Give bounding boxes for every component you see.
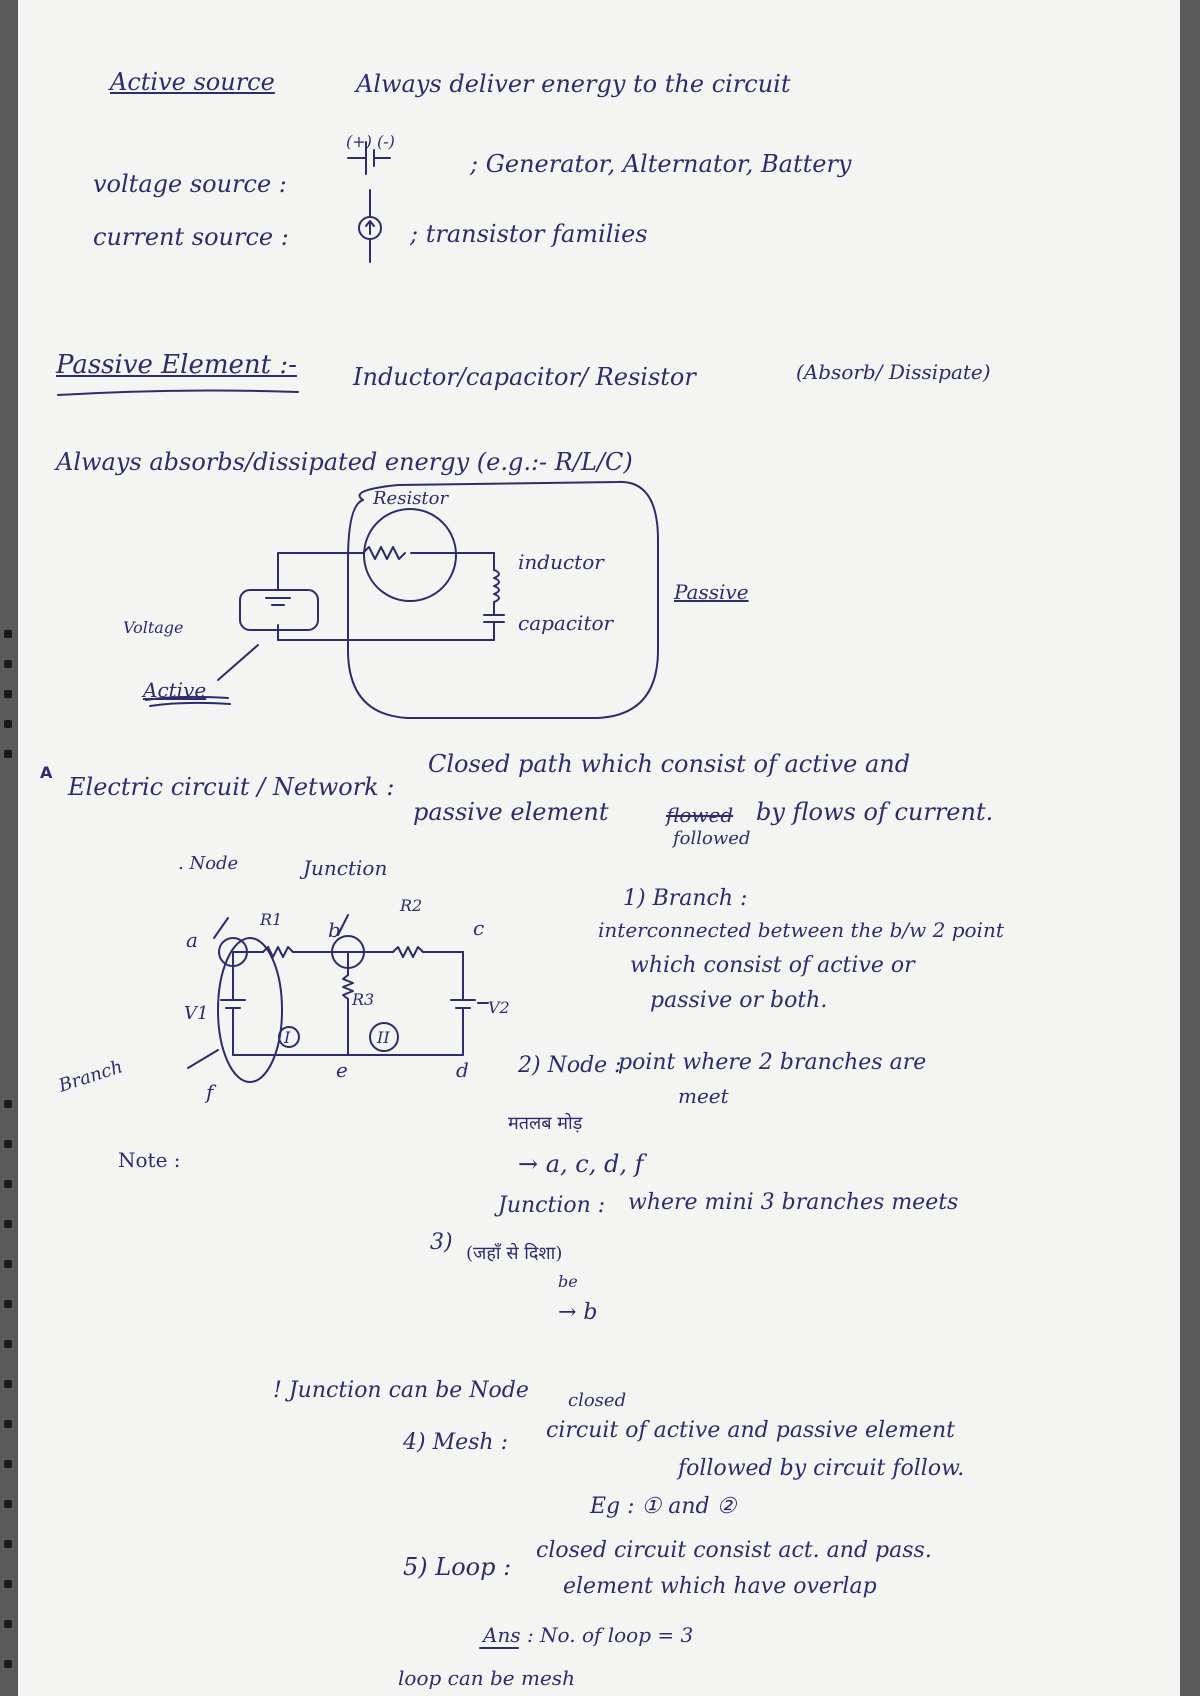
node-term-title: 2) Node : xyxy=(518,1053,622,1078)
node-f: f xyxy=(206,1080,214,1104)
network-definition-line2a: passive element xyxy=(413,798,609,826)
node-b-circle xyxy=(331,935,365,969)
node-term-definition: point where 2 branches are xyxy=(618,1050,927,1075)
junction-can-be-node: ! Junction can be Node xyxy=(273,1378,529,1403)
resistor-r1: R1 xyxy=(260,910,283,929)
node-label: . Node xyxy=(178,853,239,874)
inductor-label: inductor xyxy=(518,550,604,574)
node-c: c xyxy=(473,916,485,940)
voltage-source-symbol xyxy=(347,141,391,175)
resistor-r2-zigzag xyxy=(392,946,424,958)
passive-element-heading: Passive Element :- xyxy=(56,350,297,380)
hand-drawings xyxy=(57,141,659,1649)
network-circuit xyxy=(187,914,489,1083)
node-e: e xyxy=(336,1058,348,1082)
node-d: d xyxy=(456,1058,469,1082)
loop-term-line2: element which have overlap xyxy=(563,1574,877,1599)
binder-holes xyxy=(0,0,18,1696)
source-v2: V2 xyxy=(488,998,510,1017)
branch-ellipse xyxy=(217,937,283,1083)
resistor-zigzag xyxy=(362,546,406,560)
network-definition-struck: flowed xyxy=(666,803,734,827)
notebook-page: Active source Always deliver energy to t… xyxy=(18,0,1180,1696)
node-a: a xyxy=(186,928,198,952)
passive-heading-double-underline xyxy=(57,389,299,396)
mesh-1-label: I xyxy=(284,1028,291,1047)
resistor-r1-zigzag xyxy=(262,946,294,958)
network-definition-line1: Closed path which consist of active and xyxy=(428,750,911,778)
loop-term-answer: Ans : No. of loop = 3 xyxy=(483,1623,694,1647)
node-term-definition-2: meet xyxy=(678,1084,729,1108)
resistor-label: Resistor xyxy=(373,488,449,509)
network-definition-line2b: by flows of current. xyxy=(756,798,994,826)
loop-term-line1: closed circuit consist act. and pass. xyxy=(536,1538,932,1563)
capacitor-label: capacitor xyxy=(518,611,614,635)
junction-term-definition: where mini 3 branches meets xyxy=(628,1190,959,1215)
active-source-heading: Active source xyxy=(110,68,275,96)
mesh-2-circle xyxy=(369,1022,399,1052)
node-term-answer: → a, c, d, f xyxy=(518,1150,644,1178)
loop-can-be-mesh: loop can be mesh xyxy=(398,1666,575,1690)
mesh-2-label: II xyxy=(377,1028,390,1047)
mesh-term-line1: circuit of active and passive element xyxy=(546,1418,955,1443)
section-marker: A xyxy=(40,763,53,782)
passive-element-list: Inductor/capacitor/ Resistor xyxy=(353,363,696,391)
branch-term-line3: passive or both. xyxy=(650,988,828,1013)
inductor-coil xyxy=(493,569,500,603)
branch-term-title: 1) Branch : xyxy=(623,886,748,911)
voltage-source-label: voltage source : xyxy=(93,170,287,198)
source-v1: V1 xyxy=(184,1003,209,1024)
mesh-1-circle xyxy=(278,1026,300,1048)
mesh-term-line2: followed by circuit follow. xyxy=(678,1456,965,1481)
current-source-label: current source : xyxy=(93,223,289,251)
passive-diagram xyxy=(145,480,659,719)
junction-term-number: 3) xyxy=(430,1230,453,1255)
loop-term-title: 5) Loop : xyxy=(403,1553,512,1581)
resistor-circle xyxy=(363,508,457,602)
voltage-polarity: (+) (-) xyxy=(346,132,395,151)
resistor-r3-zigzag xyxy=(342,974,354,1000)
node-a-circle xyxy=(218,937,248,967)
junction-label: Junction xyxy=(303,856,388,880)
active-label: Active xyxy=(143,678,207,702)
network-definition-insert: followed xyxy=(673,828,751,849)
junction-term-answer: → b xyxy=(558,1300,598,1325)
passive-element-definition: Always absorbs/dissipated energy (e.g.:-… xyxy=(56,448,633,476)
passive-element-note: (Absorb/ Dissipate) xyxy=(796,360,991,384)
note-label: Note : xyxy=(118,1148,181,1172)
junction-term-title: Junction : xyxy=(498,1193,606,1218)
branch-term-line1: interconnected between the b/w 2 point xyxy=(598,918,1004,942)
branch-term-line2: which consist of active or xyxy=(630,953,915,978)
mesh-term-insert: closed xyxy=(568,1390,627,1411)
current-source-examples: ; transistor families xyxy=(410,220,648,248)
resistor-r2: R2 xyxy=(400,896,423,915)
resistor-r3: R3 xyxy=(352,990,375,1009)
voltage-source-examples: ; Generator, Alternator, Battery xyxy=(470,150,852,178)
active-source-definition: Always deliver energy to the circuit xyxy=(356,70,791,98)
junction-term-hindi: (जहाँ से दिशा) xyxy=(466,1243,563,1264)
mesh-term-title: 4) Mesh : xyxy=(403,1430,508,1455)
active-source-box xyxy=(239,589,319,631)
mesh-term-example: Eg : ① and ② xyxy=(590,1494,737,1519)
node-term-hindi: मतलब मोड़ xyxy=(508,1113,583,1134)
current-source-symbol xyxy=(358,189,382,263)
voltage-label: Voltage xyxy=(123,618,184,637)
passive-label: Passive xyxy=(674,580,749,604)
network-heading: Electric circuit / Network : xyxy=(68,773,395,801)
junction-term-note: be xyxy=(558,1272,578,1291)
